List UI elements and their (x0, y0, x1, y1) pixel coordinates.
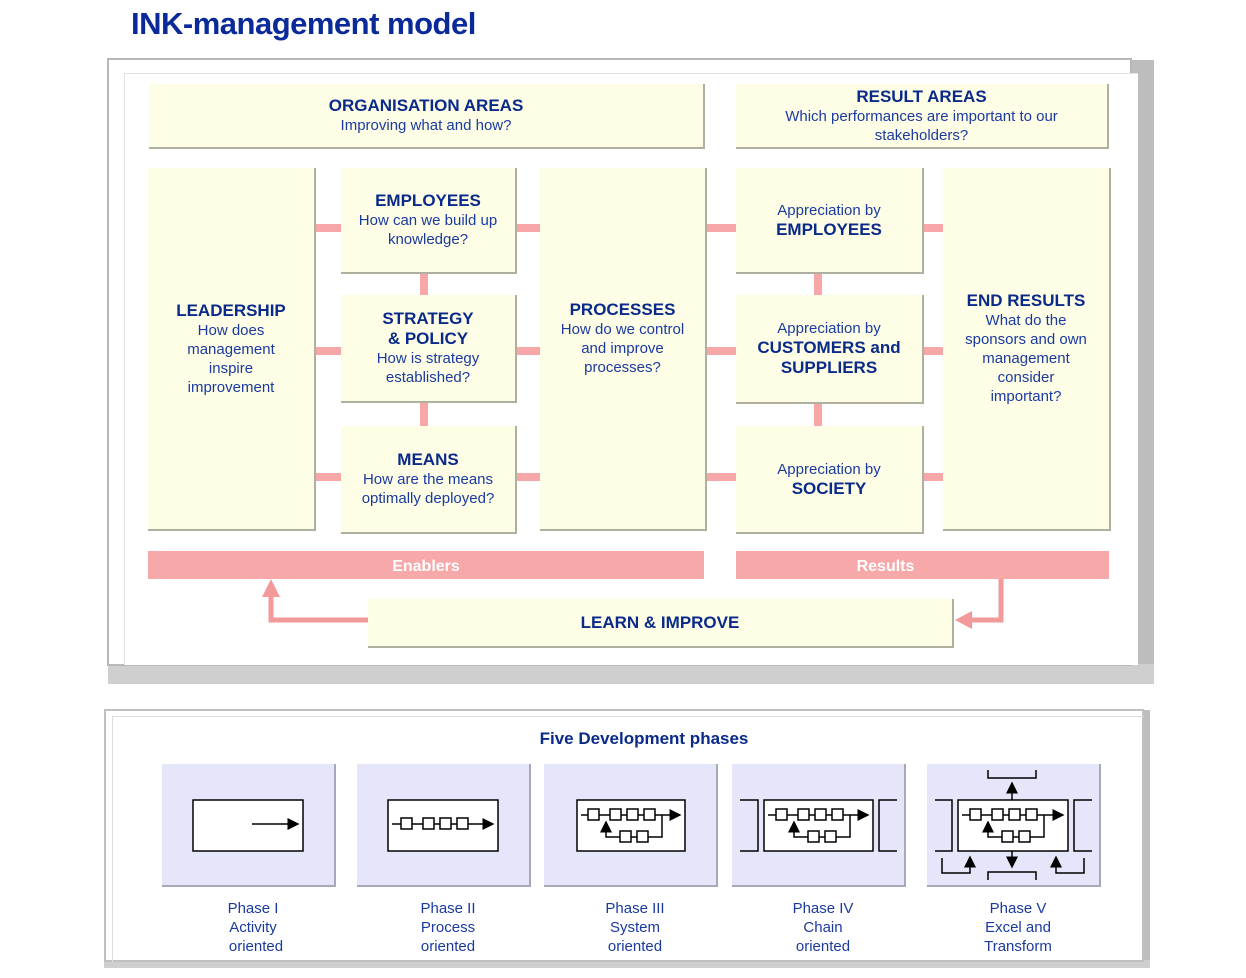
model-panel-edge (108, 664, 1154, 684)
right-feedback-arrow (968, 579, 1004, 623)
appreciation-society-heading: SOCIETY (791, 478, 867, 498)
phase-5-label: Phase V Excel and Transform (958, 899, 1078, 956)
connector (316, 473, 342, 481)
phase-2-diagram (387, 799, 499, 852)
learn-improve-box: LEARN & IMPROVE (368, 599, 954, 648)
result-areas-heading: RESULT AREAS (856, 86, 987, 106)
feedback-arrows (262, 579, 1004, 629)
phase-2-line2: Process (420, 919, 476, 936)
connector (923, 347, 943, 355)
phase-5-line2: Excel and (985, 919, 1051, 936)
organisation-areas-heading: ORGANISATION AREAS (328, 96, 524, 115)
phase-4-label: Phase IV Chain oriented (763, 899, 883, 956)
connector (923, 473, 943, 481)
phase-4-line3: oriented (795, 938, 851, 955)
means-sub: How are the means optimally deployed? (361, 471, 495, 507)
phase-3-label: Phase III System oriented (575, 899, 695, 956)
appreciation-society-pre: Appreciation by (777, 460, 881, 478)
connector (316, 347, 342, 355)
appreciation-society-box: Appreciation by SOCIETY (736, 426, 924, 534)
enablers-band: Enablers (148, 551, 704, 579)
phase-1-line3: oriented (228, 938, 284, 955)
phases-panel-edge (1142, 710, 1150, 968)
phase-5-diagram (935, 770, 1092, 880)
strategy-heading-2: & POLICY (387, 329, 469, 348)
employees-heading: EMPLOYEES (375, 191, 481, 210)
right-arrowhead (955, 611, 972, 629)
result-areas-sub: Which performances are important to our … (785, 107, 1058, 144)
organisation-areas-box: ORGANISATION AREAS Improving what and ho… (149, 84, 705, 149)
phase-1-name: Phase I (227, 900, 279, 917)
phases-panel-edge (104, 960, 1150, 968)
connector (814, 403, 822, 426)
leadership-box: LEADERSHIP How does management inspire i… (148, 168, 316, 531)
processes-sub: How do we control and improve processes? (560, 321, 685, 376)
appreciation-employees-box: Appreciation by EMPLOYEES (736, 168, 924, 274)
end-results-box: END RESULTS What do the sponsors and own… (943, 168, 1111, 531)
connector (706, 224, 736, 232)
processes-box: PROCESSES How do we control and improve … (540, 168, 707, 531)
result-areas-box: RESULT AREAS Which performances are impo… (736, 84, 1109, 149)
phase-5-name: Phase V (989, 900, 1047, 917)
connector (923, 224, 943, 232)
phase-3-name: Phase III (605, 900, 665, 917)
phase-3-line2: System (609, 919, 660, 936)
appreciation-employees-pre: Appreciation by (777, 201, 881, 219)
phase-3-diagram (576, 799, 686, 852)
phase-4-name: Phase IV (792, 900, 854, 917)
appreciation-customers-box: Appreciation by CUSTOMERS and SUPPLIERS (736, 295, 924, 404)
phase-3-line3: oriented (607, 938, 663, 955)
results-band: Results (736, 551, 1109, 579)
phase-2-line3: oriented (420, 938, 476, 955)
phases-panel-inner (112, 716, 1144, 962)
phases-title: Five Development phases (539, 729, 749, 748)
employees-sub: How can we build up knowledge? (358, 212, 498, 248)
connector (420, 402, 428, 426)
phase-2-label: Phase II Process oriented (388, 899, 508, 956)
connector (420, 273, 428, 295)
connector (516, 473, 540, 481)
phase-1-diagram (192, 799, 304, 852)
connector (706, 347, 736, 355)
leadership-sub: How does management inspire improvement (187, 321, 275, 396)
appreciation-customers-heading: CUSTOMERS and SUPPLIERS (757, 338, 901, 377)
connector (316, 224, 342, 232)
learn-improve-label: LEARN & IMPROVE (580, 612, 740, 632)
phase-5-line3: Transform (984, 938, 1052, 955)
end-results-sub: What do the sponsors and own management … (965, 312, 1087, 405)
left-arrowhead (262, 579, 280, 597)
phase-2-name: Phase II (420, 900, 476, 917)
page-title: INK-management model (131, 6, 476, 41)
phase-1-label: Phase I Activity oriented (193, 899, 313, 956)
phase-4-line2: Chain (803, 919, 843, 936)
end-results-heading: END RESULTS (966, 291, 1086, 310)
strategy-policy-box: STRATEGY & POLICY How is strategy establ… (341, 295, 517, 403)
strategy-heading-1: STRATEGY (382, 309, 474, 328)
phase-1-line2: Activity (229, 919, 277, 936)
appreciation-customers-pre: Appreciation by (777, 320, 881, 337)
connector (516, 224, 540, 232)
connector (516, 347, 540, 355)
leadership-heading: LEADERSHIP (176, 300, 286, 320)
phase-diagrams (192, 770, 1092, 880)
organisation-areas-sub: Improving what and how? (340, 117, 512, 134)
processes-heading: PROCESSES (569, 300, 676, 319)
left-feedback-arrow (268, 592, 368, 623)
connector (706, 473, 736, 481)
means-box: MEANS How are the means optimally deploy… (341, 426, 517, 534)
phase-4-diagram (740, 799, 897, 852)
connector (814, 273, 822, 295)
appreciation-employees-heading: EMPLOYEES (776, 219, 882, 239)
strategy-sub: How is strategy established? (376, 350, 480, 386)
means-heading: MEANS (397, 450, 459, 469)
employees-box: EMPLOYEES How can we build up knowledge? (341, 168, 517, 274)
